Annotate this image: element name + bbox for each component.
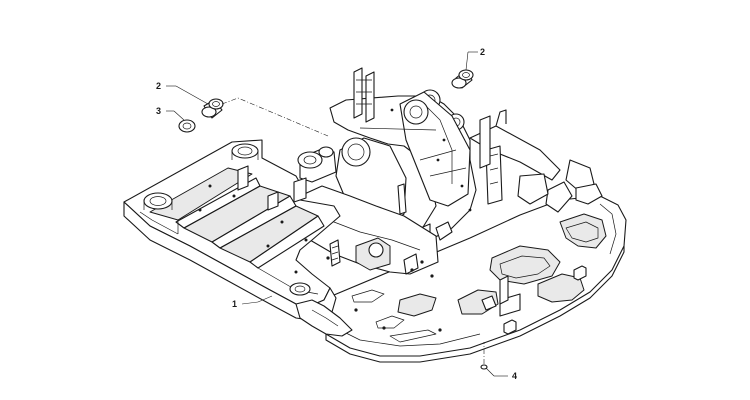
washer	[178, 119, 196, 133]
callout-2-right: 2	[465, 47, 485, 71]
assembly-line-bushing	[221, 97, 329, 137]
callout-label: 2	[480, 47, 485, 57]
callout-1: 1	[232, 295, 273, 309]
bushing-right	[451, 69, 474, 89]
callout-3: 3	[156, 106, 185, 121]
front-apron	[295, 299, 353, 337]
rear-deck-cutouts	[351, 213, 607, 343]
callout-2-left: 2	[156, 81, 209, 105]
bushing-left	[201, 98, 224, 119]
callout-label: 1	[232, 299, 237, 309]
right-side-structure	[469, 109, 603, 335]
swing-pin-boss	[297, 146, 337, 183]
callout-label: 3	[156, 106, 161, 116]
boom-mount	[329, 67, 491, 255]
callout-label: 2	[156, 81, 161, 91]
callout-label: 4	[512, 371, 517, 381]
callout-4: 4	[485, 367, 517, 381]
frame-base-plate	[311, 195, 627, 363]
nut	[480, 364, 488, 370]
front-frame	[123, 139, 341, 321]
